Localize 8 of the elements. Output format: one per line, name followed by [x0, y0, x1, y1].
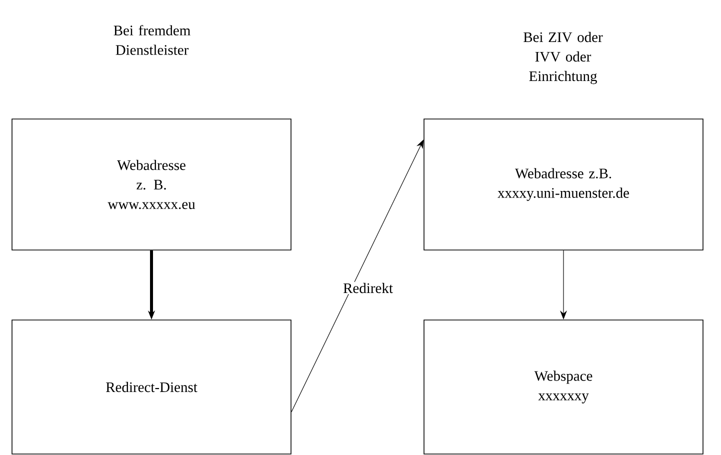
process-box: Redirect-Dienst [12, 320, 292, 454]
arrow [291, 140, 424, 412]
column-heading: Bei ZIV oder IVV oder Einrichtung [524, 32, 603, 84]
column-heading: Bei fremdem Dienstleister [114, 25, 190, 55]
edge-label: Redirekt [343, 282, 393, 294]
process-box: Webadresse z. B. www.xxxxx.eu [12, 118, 292, 250]
process-box: Webadresse z.B. xxxxy.uni-muenster.de [424, 118, 704, 250]
process-box: Webspace xxxxxxy [424, 320, 704, 454]
